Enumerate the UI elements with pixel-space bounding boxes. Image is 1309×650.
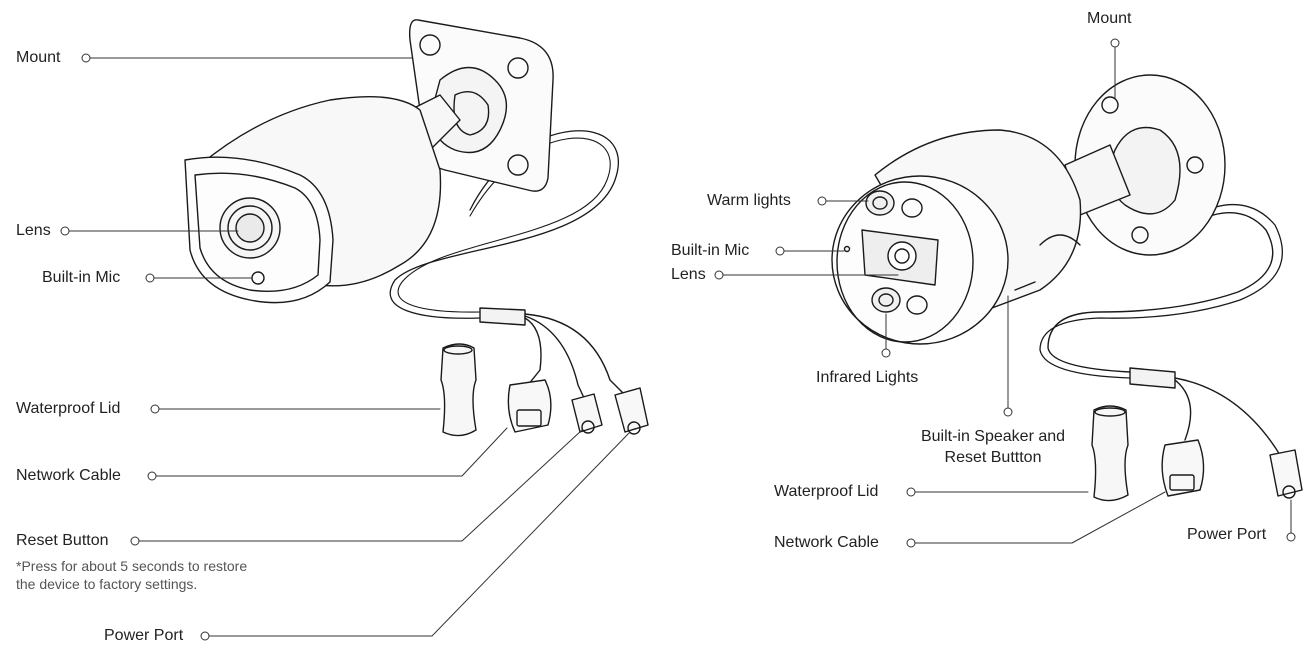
left-label-reset-button: Reset Button [16, 532, 109, 549]
right-lens-icon [861, 229, 939, 286]
left-label-lens: Lens [16, 222, 51, 239]
left-label-power-port: Power Port [104, 627, 184, 644]
left-camera-body [184, 96, 442, 304]
right-label-waterproof-lid: Waterproof Lid [774, 483, 879, 500]
right-waterproof-lid-icon [1091, 405, 1129, 502]
right-power-connector-icon [1269, 449, 1303, 499]
right-label-speaker-reset-line-2: Reset Buttton [944, 449, 1042, 466]
right-label-speaker-reset-line-1: Built-in Speaker and [920, 428, 1066, 445]
right-label-warm-lights: Warm lights [707, 192, 791, 209]
right-mic-icon [843, 245, 851, 253]
right-network-connector-icon [1161, 439, 1205, 497]
left-reset-connector-icon [571, 393, 603, 434]
left-waterproof-lid-icon [440, 343, 477, 437]
left-power-connector-icon [614, 387, 649, 435]
right-warm-lights-icon [865, 190, 923, 218]
left-lens-icon [219, 197, 281, 259]
left-label-mic: Built-in Mic [42, 269, 121, 286]
left-network-connector-icon [507, 379, 552, 433]
left-mount-icon [408, 19, 554, 192]
left-label-waterproof-lid: Waterproof Lid [16, 400, 121, 417]
right-label-mount: Mount [1087, 10, 1132, 27]
right-label-lens: Lens [671, 266, 706, 283]
right-camera-body [831, 129, 1082, 345]
right-label-mic: Built-in Mic [671, 242, 750, 259]
right-speaker-icon [1014, 281, 1036, 291]
left-reset-note-line-2: the device to factory settings. [16, 576, 198, 592]
leader-lines [60, 38, 1296, 641]
right-infrared-lights-icon [871, 287, 928, 315]
right-label-power-port: Power Port [1187, 526, 1267, 543]
left-label-network-cable: Network Cable [16, 467, 121, 484]
right-camera-drawing [831, 74, 1303, 502]
right-label-network-cable: Network Cable [774, 534, 879, 551]
left-label-mount: Mount [16, 49, 61, 66]
left-reset-note-line-1: *Press for about 5 seconds to restore [16, 558, 248, 574]
left-camera-drawing [184, 19, 649, 437]
right-label-infrared-lights: Infrared Lights [816, 369, 919, 386]
